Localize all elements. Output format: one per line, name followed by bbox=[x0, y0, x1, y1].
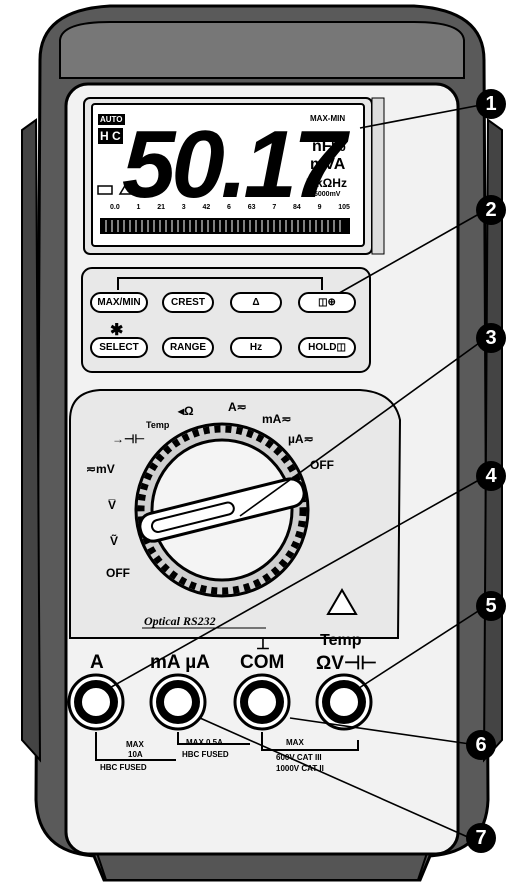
scale-tick: 3 bbox=[181, 204, 186, 211]
keypad-bracket bbox=[117, 277, 323, 290]
callout-2: 2 bbox=[476, 195, 506, 225]
dial-label-off-left: OFF bbox=[106, 566, 130, 580]
holster-bottom-feet bbox=[95, 849, 429, 881]
lcd-battery-indicator bbox=[97, 185, 113, 195]
jack-v-ohm bbox=[315, 673, 373, 731]
dial-label-vac: Ṽ bbox=[110, 534, 119, 548]
rating-1000v-cat2: 1000V CAT II bbox=[276, 764, 324, 773]
lcd-glass-right bbox=[371, 97, 385, 255]
rating-max-05a: MAX 0.5A bbox=[186, 738, 223, 747]
max-min-button[interactable]: MAX/MIN bbox=[90, 292, 148, 313]
jack-label-com-symbol: ⊥ bbox=[256, 636, 270, 653]
scale-tick: 0.0 bbox=[110, 204, 120, 211]
dial-label-amp: A≂ bbox=[228, 400, 247, 414]
hz-button[interactable]: Hz bbox=[230, 337, 282, 358]
lcd-scale: 0.0 1 21 3 42 6 63 7 84 9 105 bbox=[110, 204, 350, 211]
jack-label-com: COM bbox=[240, 652, 285, 673]
jack-ma-ua bbox=[149, 673, 207, 731]
dial-label-diode: →⊣⊢ bbox=[112, 432, 145, 446]
holster-top-band bbox=[59, 21, 465, 79]
dial-label-temp: Temp bbox=[146, 420, 170, 430]
jack-label-v-ohm: ΩV⊣⊢ bbox=[316, 653, 378, 674]
lcd-auto: AUTO bbox=[98, 114, 125, 125]
lcd-max-min: MAX-MIN bbox=[310, 114, 346, 123]
scale-tick: 6 bbox=[227, 204, 231, 211]
backlight-button[interactable]: ◫⊕ bbox=[298, 292, 356, 313]
dial-knob bbox=[138, 477, 306, 543]
lcd-window bbox=[91, 103, 365, 247]
holster-side-left bbox=[21, 118, 42, 763]
scale-tick: 9 bbox=[317, 204, 322, 211]
lcd-bargraph bbox=[100, 218, 350, 234]
range-button[interactable]: RANGE bbox=[162, 337, 214, 358]
dial-label-vdc: V̅ bbox=[108, 498, 117, 512]
warning-triangle bbox=[326, 588, 358, 615]
scale-tick: 105 bbox=[338, 204, 350, 211]
lcd-hc: H C bbox=[98, 128, 123, 144]
jack-a bbox=[67, 673, 125, 731]
select-star-icon: ✱ bbox=[110, 322, 124, 339]
select-button[interactable]: SELECT bbox=[90, 337, 148, 358]
dial-label-ohm: ◂Ω bbox=[178, 404, 194, 418]
rating-bracket-com bbox=[261, 732, 359, 751]
scale-tick: 7 bbox=[272, 204, 277, 211]
lcd-delta-indicator bbox=[118, 182, 134, 195]
leader-lines bbox=[105, 103, 487, 839]
lcd-unit-mva: mVA bbox=[310, 156, 346, 173]
dial-label-ma: mA≂ bbox=[262, 412, 292, 426]
lcd-unit-nf: nF% bbox=[312, 138, 346, 155]
rating-hbc-fused-a: HBC FUSED bbox=[100, 763, 147, 772]
callout-1: 1 bbox=[476, 89, 506, 119]
relative-delta-button[interactable]: Δ bbox=[230, 292, 282, 313]
scale-tick: 84 bbox=[293, 204, 301, 211]
jack-label-temp: Temp bbox=[320, 632, 362, 649]
rating-bracket-ma bbox=[177, 732, 250, 745]
lcd-count-label: 5000mV bbox=[314, 191, 341, 198]
rating-max-a: MAX bbox=[126, 740, 144, 749]
scale-tick: 63 bbox=[247, 204, 256, 211]
dial-label-off-right: OFF bbox=[310, 458, 334, 472]
scale-tick: 42 bbox=[202, 204, 211, 211]
rating-10a: 10A bbox=[128, 750, 143, 759]
dial-label-mv: ≂mV bbox=[86, 462, 115, 476]
dial-ring-teeth bbox=[137, 425, 307, 595]
rating-600v-cat3: 600V CAT III bbox=[276, 753, 322, 762]
dial-label-ua: µA≂ bbox=[288, 432, 314, 446]
optical-rs232-label: Optical RS232 bbox=[144, 614, 216, 628]
callout-4: 4 bbox=[476, 461, 506, 491]
scale-tick: 1 bbox=[136, 204, 141, 211]
rating-bracket-a bbox=[95, 732, 176, 761]
warning-icon: ⚠ bbox=[335, 596, 344, 606]
lcd-main-reading: 50.17 bbox=[122, 111, 346, 218]
jack-label-ma-ua: mA µA bbox=[150, 652, 210, 673]
hold-button[interactable]: HOLD◫ bbox=[298, 337, 356, 358]
rating-max-v: MAX bbox=[286, 738, 304, 747]
lcd-unit-mkohz: MkΩHz bbox=[306, 176, 347, 190]
rating-hbc-fused-ma: HBC FUSED bbox=[182, 750, 229, 759]
jack-com bbox=[233, 673, 291, 731]
callout-6: 6 bbox=[466, 730, 496, 760]
scale-tick: 21 bbox=[157, 204, 165, 211]
crest-button[interactable]: CREST bbox=[162, 292, 214, 313]
jack-label-a: A bbox=[90, 652, 104, 673]
callout-5: 5 bbox=[476, 591, 506, 621]
callout-3: 3 bbox=[476, 323, 506, 353]
callout-7: 7 bbox=[466, 823, 496, 853]
